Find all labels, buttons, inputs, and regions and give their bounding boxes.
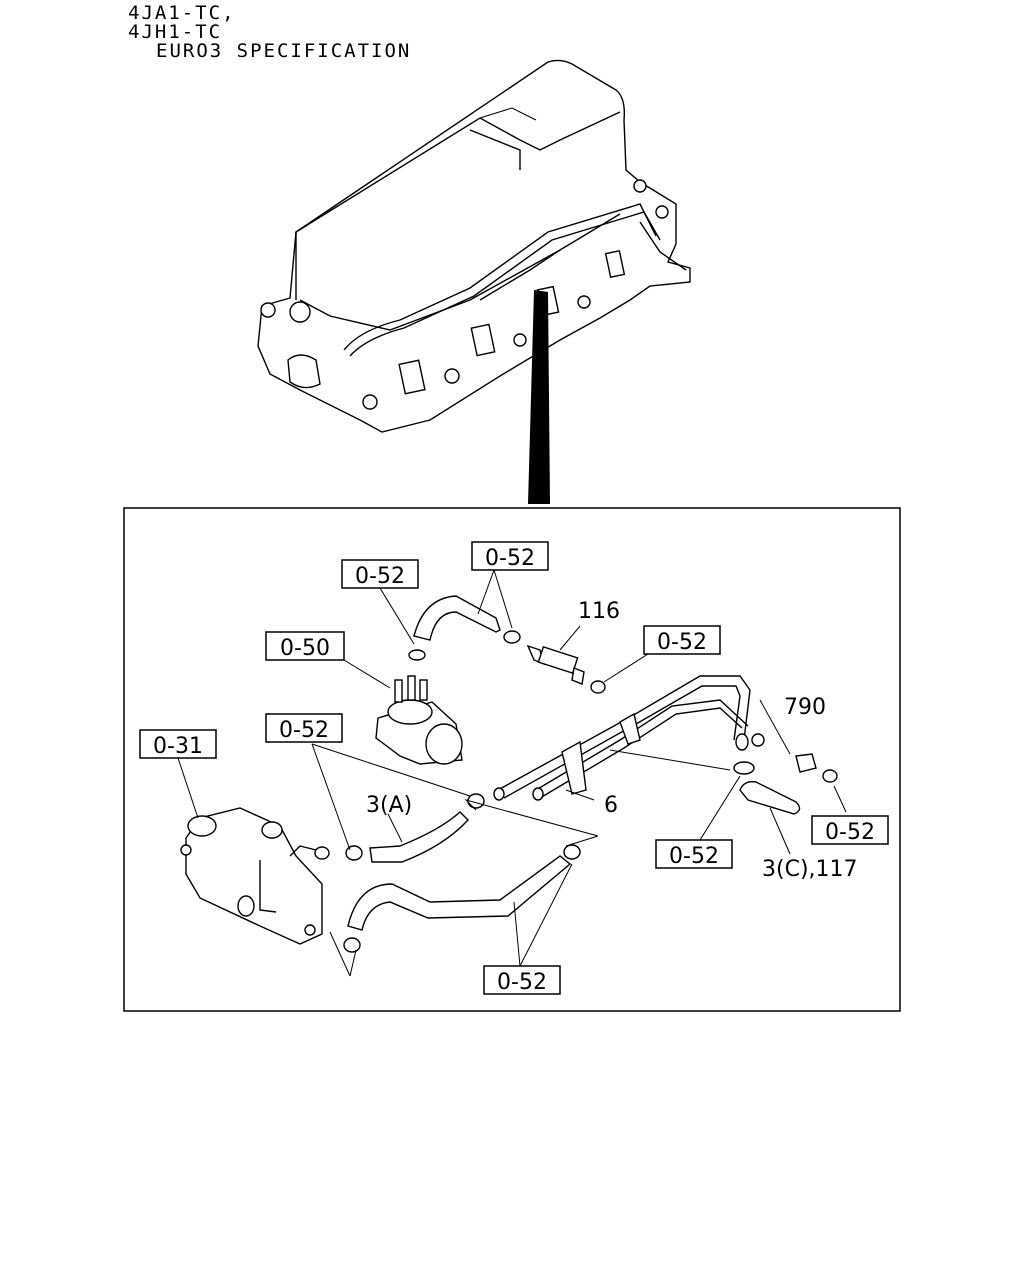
callout-0-52-hose-clamp: 0-52 <box>341 559 419 589</box>
hose-clamp <box>345 845 363 861</box>
hose-3a <box>369 811 469 863</box>
engine-head-illustration <box>257 59 691 433</box>
hose-clamp <box>733 761 755 775</box>
hose-clamp <box>590 680 606 694</box>
callout-0-52-upper: 0-52 <box>471 541 549 571</box>
spec-title: EURO3 SPECIFICATION <box>156 40 412 62</box>
pipe-end <box>735 733 749 751</box>
callout-0-50: 0-50 <box>265 631 345 661</box>
thermostat-housing <box>180 807 330 945</box>
svg-text:0-52: 0-52 <box>497 970 547 995</box>
lower-hose <box>347 855 572 931</box>
svg-text:0-50: 0-50 <box>280 636 330 661</box>
label-part-6: 6 <box>604 793 618 818</box>
svg-text:0-52: 0-52 <box>485 546 535 571</box>
hose-clamp <box>408 649 426 661</box>
label-part-3c-117: 3(C),117 <box>762 857 858 882</box>
label-part-3a: 3(A) <box>366 793 412 818</box>
callout-0-31: 0-31 <box>139 729 217 759</box>
detail-frame <box>123 507 901 1012</box>
cap-790 <box>795 753 817 773</box>
egr-valve <box>375 675 463 765</box>
hose-clamp <box>822 769 838 783</box>
detail-leader-arrow <box>528 290 550 504</box>
metal-pipe-6 <box>493 675 751 801</box>
engine-model-2: 4JH1-TC <box>128 21 223 43</box>
callout-0-52-right-clamp: 0-52 <box>811 815 889 845</box>
hose-3c <box>739 780 801 815</box>
svg-text:0-52: 0-52 <box>355 564 405 589</box>
engine-spec-header: 4JA1-TC, 4JH1-TC EURO3 SPECIFICATION <box>128 4 411 61</box>
hose-clamp <box>751 733 765 747</box>
callout-0-52-right-top: 0-52 <box>643 625 721 655</box>
svg-text:0-31: 0-31 <box>153 734 203 759</box>
hose-clamp <box>343 937 361 953</box>
svg-text:0-52: 0-52 <box>825 820 875 845</box>
leader-lines <box>177 569 847 977</box>
check-valve-116 <box>526 644 585 685</box>
callout-0-52-bottom: 0-52 <box>483 965 561 995</box>
svg-text:0-52: 0-52 <box>657 630 707 655</box>
hose-clamp <box>503 630 521 644</box>
callout-0-52-middle-left: 0-52 <box>265 713 343 743</box>
svg-text:0-52: 0-52 <box>669 844 719 869</box>
engine-model-1: 4JA1-TC, <box>128 2 236 24</box>
svg-text:0-52: 0-52 <box>279 718 329 743</box>
callout-0-52-lower-middle: 0-52 <box>655 839 733 869</box>
label-part-116: 116 <box>578 599 620 624</box>
label-part-790: 790 <box>784 695 826 720</box>
upper-hose <box>413 595 501 641</box>
hose-clamp <box>563 844 581 860</box>
